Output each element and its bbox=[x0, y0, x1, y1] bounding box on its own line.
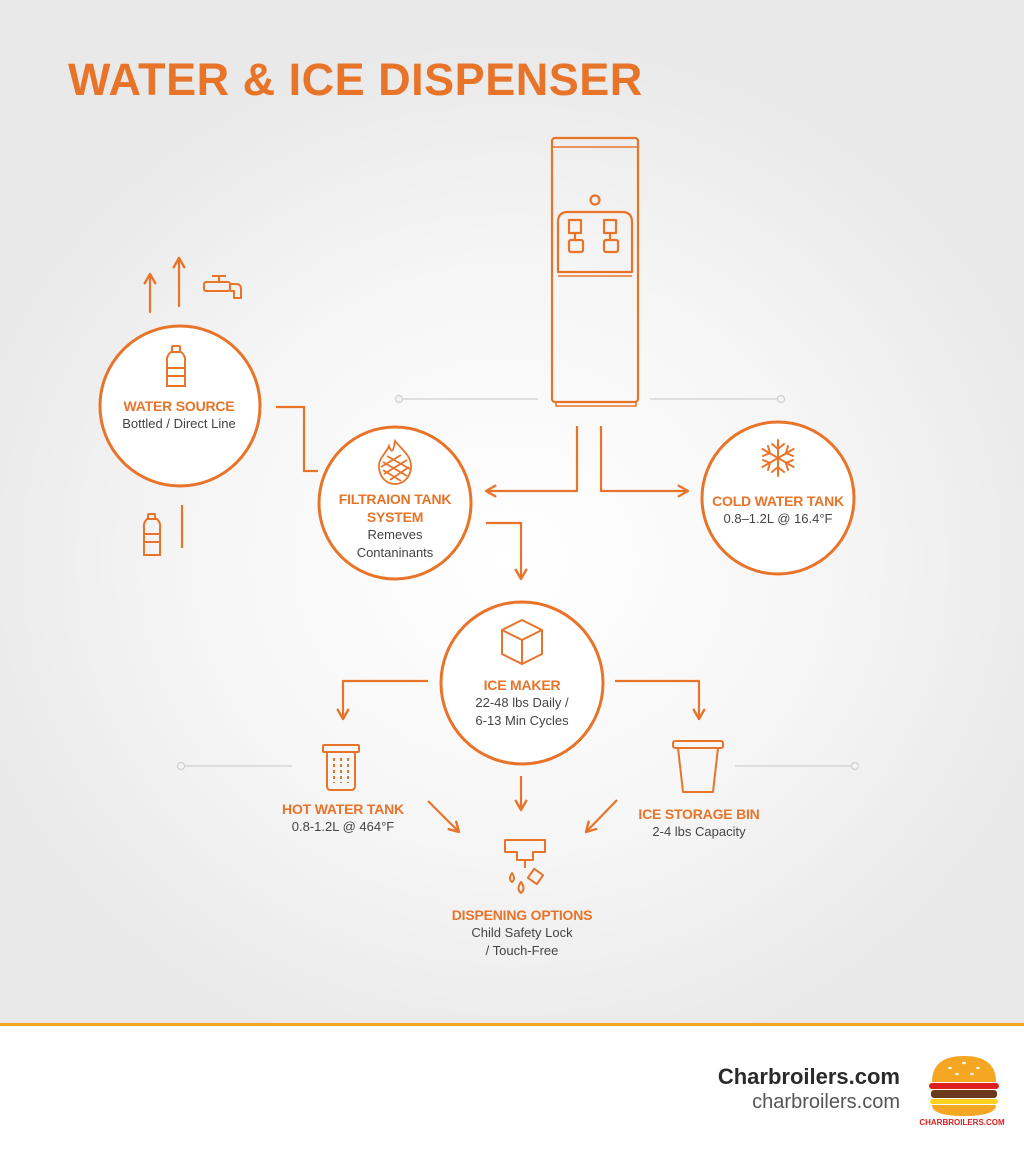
brand-url[interactable]: charbroilers.com bbox=[752, 1091, 900, 1113]
logo-text: CHARBROILERS.COM bbox=[919, 1118, 1005, 1127]
filtration-node bbox=[317, 425, 473, 581]
hot-tank-label: HOT WATER TANK 0.8-1.2L @ 464°F bbox=[268, 800, 418, 836]
water-source-title: WATER SOURCE bbox=[123, 398, 235, 414]
cold-tank-title: COLD WATER TANK bbox=[712, 493, 844, 509]
filtration-title-line2: SYSTEM bbox=[366, 509, 424, 525]
dispensing-label: DISPENING OPTIONS Child Safety Lock / To… bbox=[436, 906, 608, 960]
filtration-subtitle-line2: Contaninants bbox=[356, 545, 434, 560]
filtration-label: FILTRAION TANK SYSTEM Remeves Contaninan… bbox=[323, 490, 467, 562]
dispensing-subtitle-line1: Child Safety Lock bbox=[471, 925, 573, 940]
ice-bin-icon bbox=[672, 740, 724, 793]
water-source-subtitle: Bottled / Direct Line bbox=[122, 416, 236, 431]
cooler-outflow-arrows bbox=[484, 426, 690, 498]
dispensing-title: DISPENING OPTIONS bbox=[451, 907, 593, 923]
hot-tank-title: HOT WATER TANK bbox=[282, 801, 404, 817]
hot-tank-subtitle: 0.8-1.2L @ 464°F bbox=[291, 819, 395, 834]
ice-maker-subtitle-line1: 22-48 lbs Daily / bbox=[475, 695, 569, 710]
ice-bin-subtitle: 2-4 lbs Capacity bbox=[652, 824, 746, 839]
cold-tank-subtitle: 0.8–1.2L @ 16.4°F bbox=[723, 511, 833, 526]
faucet-icon bbox=[203, 275, 242, 299]
snowflake-icon bbox=[761, 439, 795, 477]
water-bottle-icon bbox=[165, 345, 187, 387]
ice-maker-title: ICE MAKER bbox=[483, 677, 561, 693]
ice-maker-subtitle-line2: 6-13 Min Cycles bbox=[475, 713, 569, 728]
flow-diagram bbox=[98, 136, 860, 894]
filtration-title-line1: FILTRAION TANK bbox=[338, 491, 452, 507]
footer bbox=[0, 1026, 1024, 1154]
ice-bin-title: ICE STORAGE BIN bbox=[638, 806, 760, 822]
burger-logo-icon bbox=[929, 1056, 999, 1116]
icemaker-outflow-arrows bbox=[336, 679, 706, 834]
source-to-filter-connector bbox=[276, 405, 318, 473]
dispenser-nozzle-icon bbox=[504, 839, 546, 894]
page-title: WATER & ICE DISPENSER bbox=[68, 54, 643, 105]
water-source-label: WATER SOURCE Bottled / Direct Line bbox=[104, 397, 254, 433]
heater-tank-icon bbox=[322, 744, 360, 791]
water-bottle-icon-small bbox=[142, 513, 162, 556]
ice-maker-node bbox=[439, 600, 605, 766]
filtration-subtitle-line1: Remeves bbox=[367, 527, 423, 542]
water-source-node bbox=[98, 324, 262, 488]
brand-name: Charbroilers.com bbox=[717, 1064, 900, 1089]
footer-divider bbox=[0, 1023, 1024, 1026]
dispensing-subtitle-line2: / Touch-Free bbox=[485, 943, 559, 958]
source-inflow-arrows bbox=[143, 256, 186, 314]
water-cooler-icon bbox=[550, 136, 640, 407]
cold-tank-node bbox=[700, 420, 856, 576]
ice-cube-icon bbox=[501, 619, 543, 665]
cold-tank-label: COLD WATER TANK 0.8–1.2L @ 16.4°F bbox=[706, 492, 850, 528]
ice-maker-label: ICE MAKER 22-48 lbs Daily / 6-13 Min Cyc… bbox=[452, 676, 592, 730]
brand-block: Charbroilers.com charbroilers.com bbox=[718, 1064, 900, 1114]
guide-lines bbox=[176, 394, 860, 771]
flame-filter-icon bbox=[378, 438, 412, 485]
filter-to-icemaker-arrow bbox=[486, 521, 528, 581]
ice-bin-label: ICE STORAGE BIN 2-4 lbs Capacity bbox=[624, 805, 774, 841]
